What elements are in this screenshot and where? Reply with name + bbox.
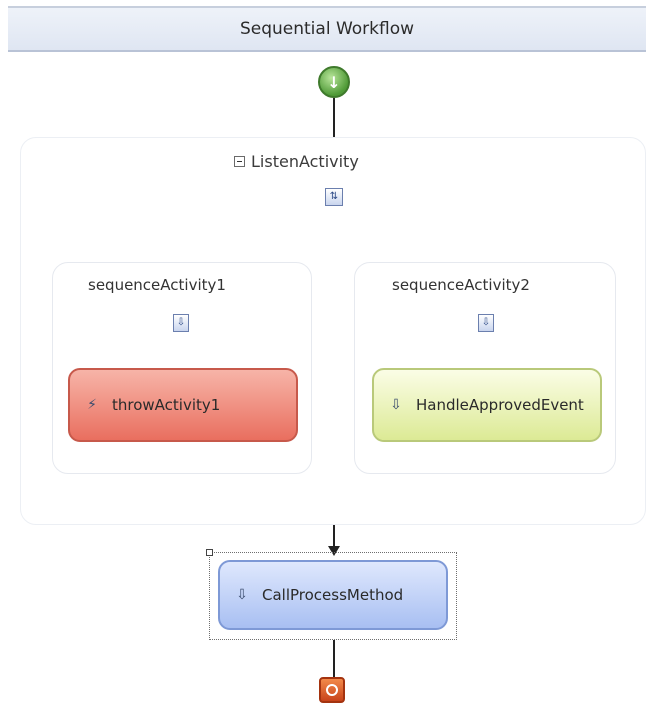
throw-icon: ⚡ — [87, 397, 97, 413]
sequence-activity-2-label: sequenceActivity2 — [392, 276, 530, 294]
selection-handle[interactable] — [206, 549, 213, 556]
sequence-drop-icon[interactable]: ⇩ — [478, 314, 494, 332]
collapse-icon[interactable] — [234, 156, 245, 167]
call-arrowhead — [328, 546, 340, 556]
handle-activity-label: HandleApprovedEvent — [416, 396, 584, 414]
event-handler-icon: ⇩ — [390, 397, 402, 413]
throw-activity[interactable]: ⚡ throwActivity1 — [68, 368, 298, 442]
handle-approved-event-activity[interactable]: ⇩ HandleApprovedEvent — [372, 368, 602, 442]
stop-icon[interactable] — [319, 677, 345, 703]
sequence-drop-icon[interactable]: ⇩ — [173, 314, 189, 332]
method-call-icon: ⇩ — [236, 587, 248, 603]
throw-activity-label: throwActivity1 — [112, 396, 221, 414]
call-selection-frame — [206, 549, 457, 640]
call-process-method-activity[interactable]: ⇩ CallProcessMethod — [218, 560, 448, 630]
workflow-header: Sequential Workflow — [8, 6, 646, 52]
branch-drop-icon[interactable]: ⇅ — [325, 188, 343, 206]
listen-activity-header: ListenActivity — [234, 152, 359, 171]
sequence-activity-1-label: sequenceActivity1 — [88, 276, 226, 294]
call-activity-label: CallProcessMethod — [262, 586, 404, 604]
listen-activity-title: ListenActivity — [251, 152, 359, 171]
workflow-title: Sequential Workflow — [239, 19, 415, 39]
start-arrow-icon[interactable]: ↓ — [318, 66, 350, 98]
